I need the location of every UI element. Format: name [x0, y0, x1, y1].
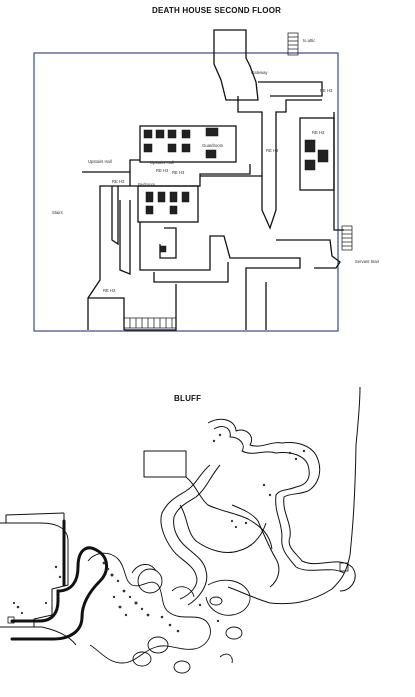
floor-plan [33, 29, 353, 332]
label-hall-2: RE H3 [312, 130, 325, 135]
label-upper-right: to attic [303, 38, 316, 43]
label-note-2: Upstairs Hall [150, 160, 174, 165]
label-note-1: Upstairs Hall [88, 159, 112, 164]
label-rope: Gateway [251, 70, 268, 75]
label-note-3: Guardroom [202, 143, 224, 148]
label-hall-7: RE H3 [103, 288, 116, 293]
cave-map [0, 386, 361, 674]
map-title: BLUFF [174, 394, 202, 403]
label-exit-left: Stairs [52, 210, 63, 215]
label-hall-4: RE H3 [156, 168, 169, 173]
map-frame [33, 52, 339, 332]
bluff-map: BLUFF [0, 345, 415, 697]
label-hall-6: RE H3 [172, 170, 185, 175]
label-note-4: Bedroom [138, 182, 155, 187]
label-hall-5: RE H3 [112, 179, 125, 184]
label-hall-1: RE H3 [320, 88, 333, 93]
map-title: DEATH HOUSE SECOND FLOOR [152, 6, 282, 15]
label-exit-right: Servant Stair [355, 259, 380, 264]
death-house-map: DEATH HOUSE SECOND FLOOR [0, 0, 415, 345]
label-hall-3: RE H3 [266, 148, 279, 153]
